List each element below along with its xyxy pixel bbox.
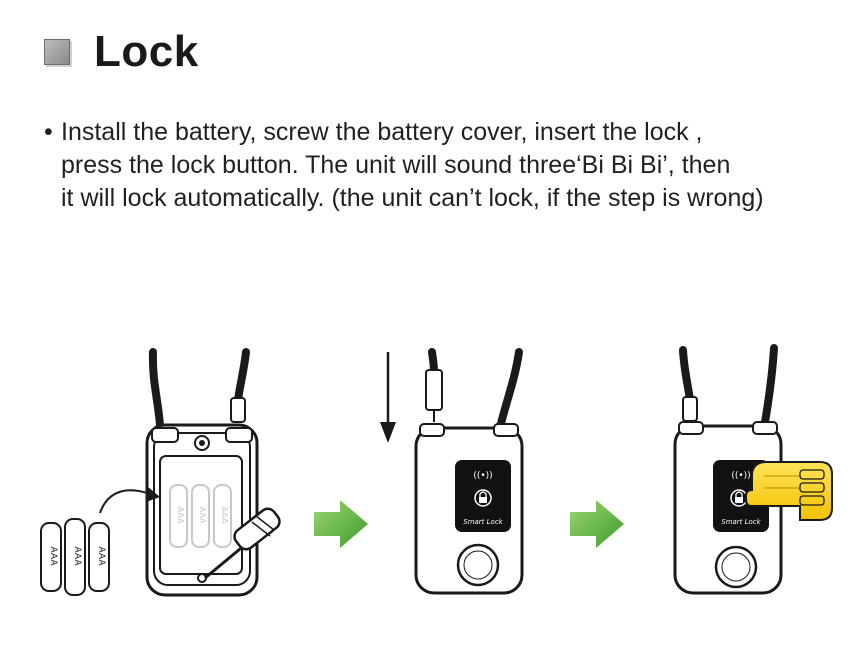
bottom-screw: [197, 573, 207, 583]
signal-icon: ((•)): [473, 471, 492, 481]
lock-cable-left: [148, 348, 164, 429]
battery-slot-label: AAA: [176, 507, 185, 524]
insert-lock-step: ((•)) Smart Lock: [380, 348, 524, 595]
install-battery-step: AAA AAA AAA AAA AAA AAA: [40, 348, 281, 597]
instruction-line-1: Install the battery, screw the battery c…: [61, 118, 703, 146]
next-step-arrow-icon: [314, 500, 368, 548]
battery-label: AAA: [96, 547, 106, 567]
aaa-battery: AAA: [88, 522, 110, 592]
pressing-hand-icon: [745, 461, 833, 521]
insert-battery-arrow: [99, 489, 151, 514]
instruction-line-3: it will lock automatically. (the unit ca…: [61, 184, 764, 212]
aaa-battery: AAA: [40, 522, 62, 592]
signal-icon: ((•)): [731, 471, 750, 481]
lock-cable-right: [234, 348, 250, 404]
next-step-arrow-icon: [570, 500, 624, 548]
page-title: Lock: [94, 27, 199, 76]
battery-label: AAA: [48, 547, 58, 567]
battery-label: AAA: [72, 547, 82, 567]
square-bullet-icon: [44, 39, 70, 65]
smart-lock-panel: [455, 460, 511, 532]
lock-procedure-illustration: AAA AAA AAA AAA AAA AAA: [40, 344, 833, 597]
battery-slot-label: AAA: [220, 507, 229, 524]
cable-plug: [230, 397, 246, 423]
lock-button-icon: [474, 489, 492, 507]
bullet-dot: •: [44, 118, 53, 146]
battery-slot-label: AAA: [198, 507, 207, 524]
device-label: Smart Lock: [463, 518, 503, 526]
section-heading: Lock: [44, 24, 199, 80]
aaa-battery: AAA: [64, 518, 86, 596]
instruction-line-2: press the lock button. The unit will sou…: [61, 151, 731, 179]
screwdriver-icon: [204, 507, 281, 580]
press-lock-button-step: ((•)) Smart Lock: [673, 344, 833, 595]
instruction-paragraph: • Install the battery, screw the battery…: [44, 116, 854, 215]
device-label: Smart Lock: [721, 518, 761, 526]
